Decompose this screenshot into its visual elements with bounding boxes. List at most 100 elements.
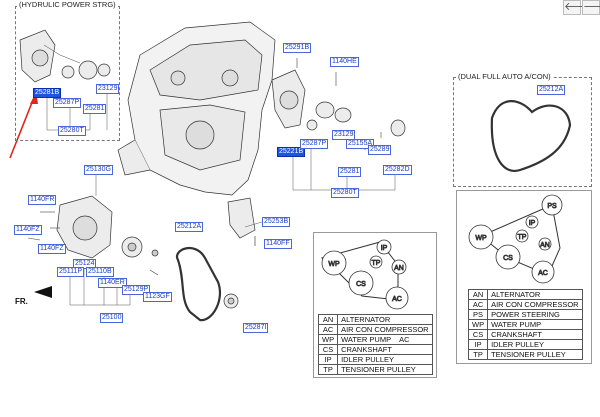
pulley-label-cs: CS	[356, 281, 366, 288]
arrow-right-icon[interactable]: 🡒	[582, 0, 600, 15]
water-pump-drawing	[56, 195, 159, 259]
legend-code: AN	[317, 314, 339, 325]
part-label-1123gf[interactable]: 1123GF	[143, 292, 172, 302]
dual-ac-section-box	[453, 77, 592, 187]
drive-belt-drawing	[175, 246, 221, 322]
legend-name: ALTERNATOR	[487, 289, 583, 300]
part-label-25212a-ac[interactable]: 25212A	[537, 85, 566, 95]
part-label-25221b[interactable]: 25221B	[277, 147, 306, 157]
part-label-23129[interactable]: 23129	[96, 84, 120, 94]
legend-name: TENSIONER PULLEY	[487, 349, 583, 360]
part-label-1140fz-2[interactable]: 1140FZ	[38, 244, 66, 254]
pulley-label-ac: AC	[392, 296, 402, 303]
legend-code: TP	[467, 349, 489, 360]
part-label-25280t[interactable]: 25280T	[58, 126, 86, 136]
part-label-1140ff[interactable]: 1140FF	[264, 239, 292, 249]
part-label-25289[interactable]: 25289	[368, 145, 392, 155]
part-label-25287p-right[interactable]: 25287P	[300, 139, 329, 149]
legend-code: IP	[317, 354, 339, 365]
part-label-1140he[interactable]: 1140HE	[330, 57, 359, 67]
part-label-1140fr[interactable]: 1140FR	[28, 195, 57, 205]
pulley-label-tp: TP	[372, 260, 381, 267]
legend-name: POWER STEERING	[487, 309, 583, 320]
part-label-25282d[interactable]: 25282D	[383, 165, 412, 175]
part-label-23129-right[interactable]: 23129	[332, 130, 356, 140]
legend-name: TENSIONER PULLEY	[337, 364, 433, 375]
legend-code: TP	[317, 364, 339, 375]
legend-extra-code: AC	[399, 335, 410, 344]
part-label-25281-right[interactable]: 25281	[338, 167, 362, 177]
legend-code: AC	[467, 299, 489, 310]
front-direction-label: FR.	[15, 297, 28, 306]
part-label-25111p[interactable]: 25111P	[57, 267, 85, 277]
belt-routing-box-left	[313, 232, 437, 378]
legend-name: ALTERNATOR	[337, 314, 433, 325]
legend-name: CRANKSHAFT	[337, 344, 433, 355]
part-label-25291b[interactable]: 25291B	[283, 43, 312, 53]
pulley-label-an: AN	[394, 265, 404, 272]
belt-routing-right: PS IP WP TP AN CS AC	[468, 194, 563, 284]
part-label-25281[interactable]: 25281	[83, 104, 107, 114]
belt-routing-box-right	[456, 190, 592, 364]
belt-routing-left: WP IP TP AN CS AC	[320, 239, 409, 310]
pulley-label-tp: TP	[518, 234, 527, 241]
legend-name: IDLER PULLEY	[487, 339, 583, 350]
pulley-label-wp: WP	[328, 261, 340, 268]
part-label-25130g[interactable]: 25130G	[84, 165, 113, 175]
dual-ac-section-title: (DUAL FULL AUTO A/CON)	[456, 72, 553, 81]
hydraulic-section-title: (HYDRULIC POWER STRG)	[17, 0, 118, 9]
legend-name: CRANKSHAFT	[487, 329, 583, 340]
pulley-label-ip: IP	[529, 220, 536, 227]
pulley-label-ac: AC	[538, 270, 548, 277]
alternator-bracket-drawing	[271, 69, 406, 137]
legend-code: WP	[467, 319, 489, 330]
legend-code: CS	[317, 344, 339, 355]
legend-code: PS	[467, 309, 489, 320]
legend-name: WATER PUMP AC	[337, 334, 433, 345]
power-steering-bracket-drawing	[19, 29, 111, 83]
belt-tensioner-drawing	[223, 197, 256, 309]
legend-name: AIR CON COMPRESSOR	[487, 299, 583, 310]
pulley-label-wp: WP	[475, 235, 487, 242]
part-label-25287i[interactable]: 25287I	[243, 323, 269, 333]
ac-drive-belt-drawing	[490, 100, 572, 173]
engine-block-drawing	[117, 21, 276, 196]
pulley-label-an: AN	[540, 242, 550, 249]
legend-code: WP	[317, 334, 339, 345]
part-label-25110b[interactable]: 25110B	[86, 267, 114, 277]
legend-name: WATER PUMP	[487, 319, 583, 330]
legend-code: AN	[467, 289, 489, 300]
legend-name: AIR CON COMPRESSOR	[337, 324, 433, 335]
legend-code: AC	[317, 324, 339, 335]
part-label-25100[interactable]: 25100	[100, 313, 124, 323]
part-label-25253b[interactable]: 25253B	[262, 217, 291, 227]
legend-code: CS	[467, 329, 489, 340]
part-label-25212a[interactable]: 25212A	[175, 222, 204, 232]
part-label-25129p[interactable]: 25129P	[122, 285, 151, 295]
pulley-label-ip: IP	[381, 245, 388, 252]
part-label-25155a[interactable]: 25155A	[346, 139, 375, 149]
part-label-25124[interactable]: 25124	[73, 259, 97, 269]
part-label-1140er[interactable]: 1140ER	[98, 278, 127, 288]
part-label-25280t-right[interactable]: 25280T	[331, 188, 359, 198]
part-label-25287p[interactable]: 25287P	[53, 98, 82, 108]
part-label-25281b[interactable]: 25281B	[33, 88, 62, 98]
pulley-label-cs: CS	[503, 255, 513, 262]
part-label-1140fz[interactable]: 1140FZ	[14, 225, 42, 235]
